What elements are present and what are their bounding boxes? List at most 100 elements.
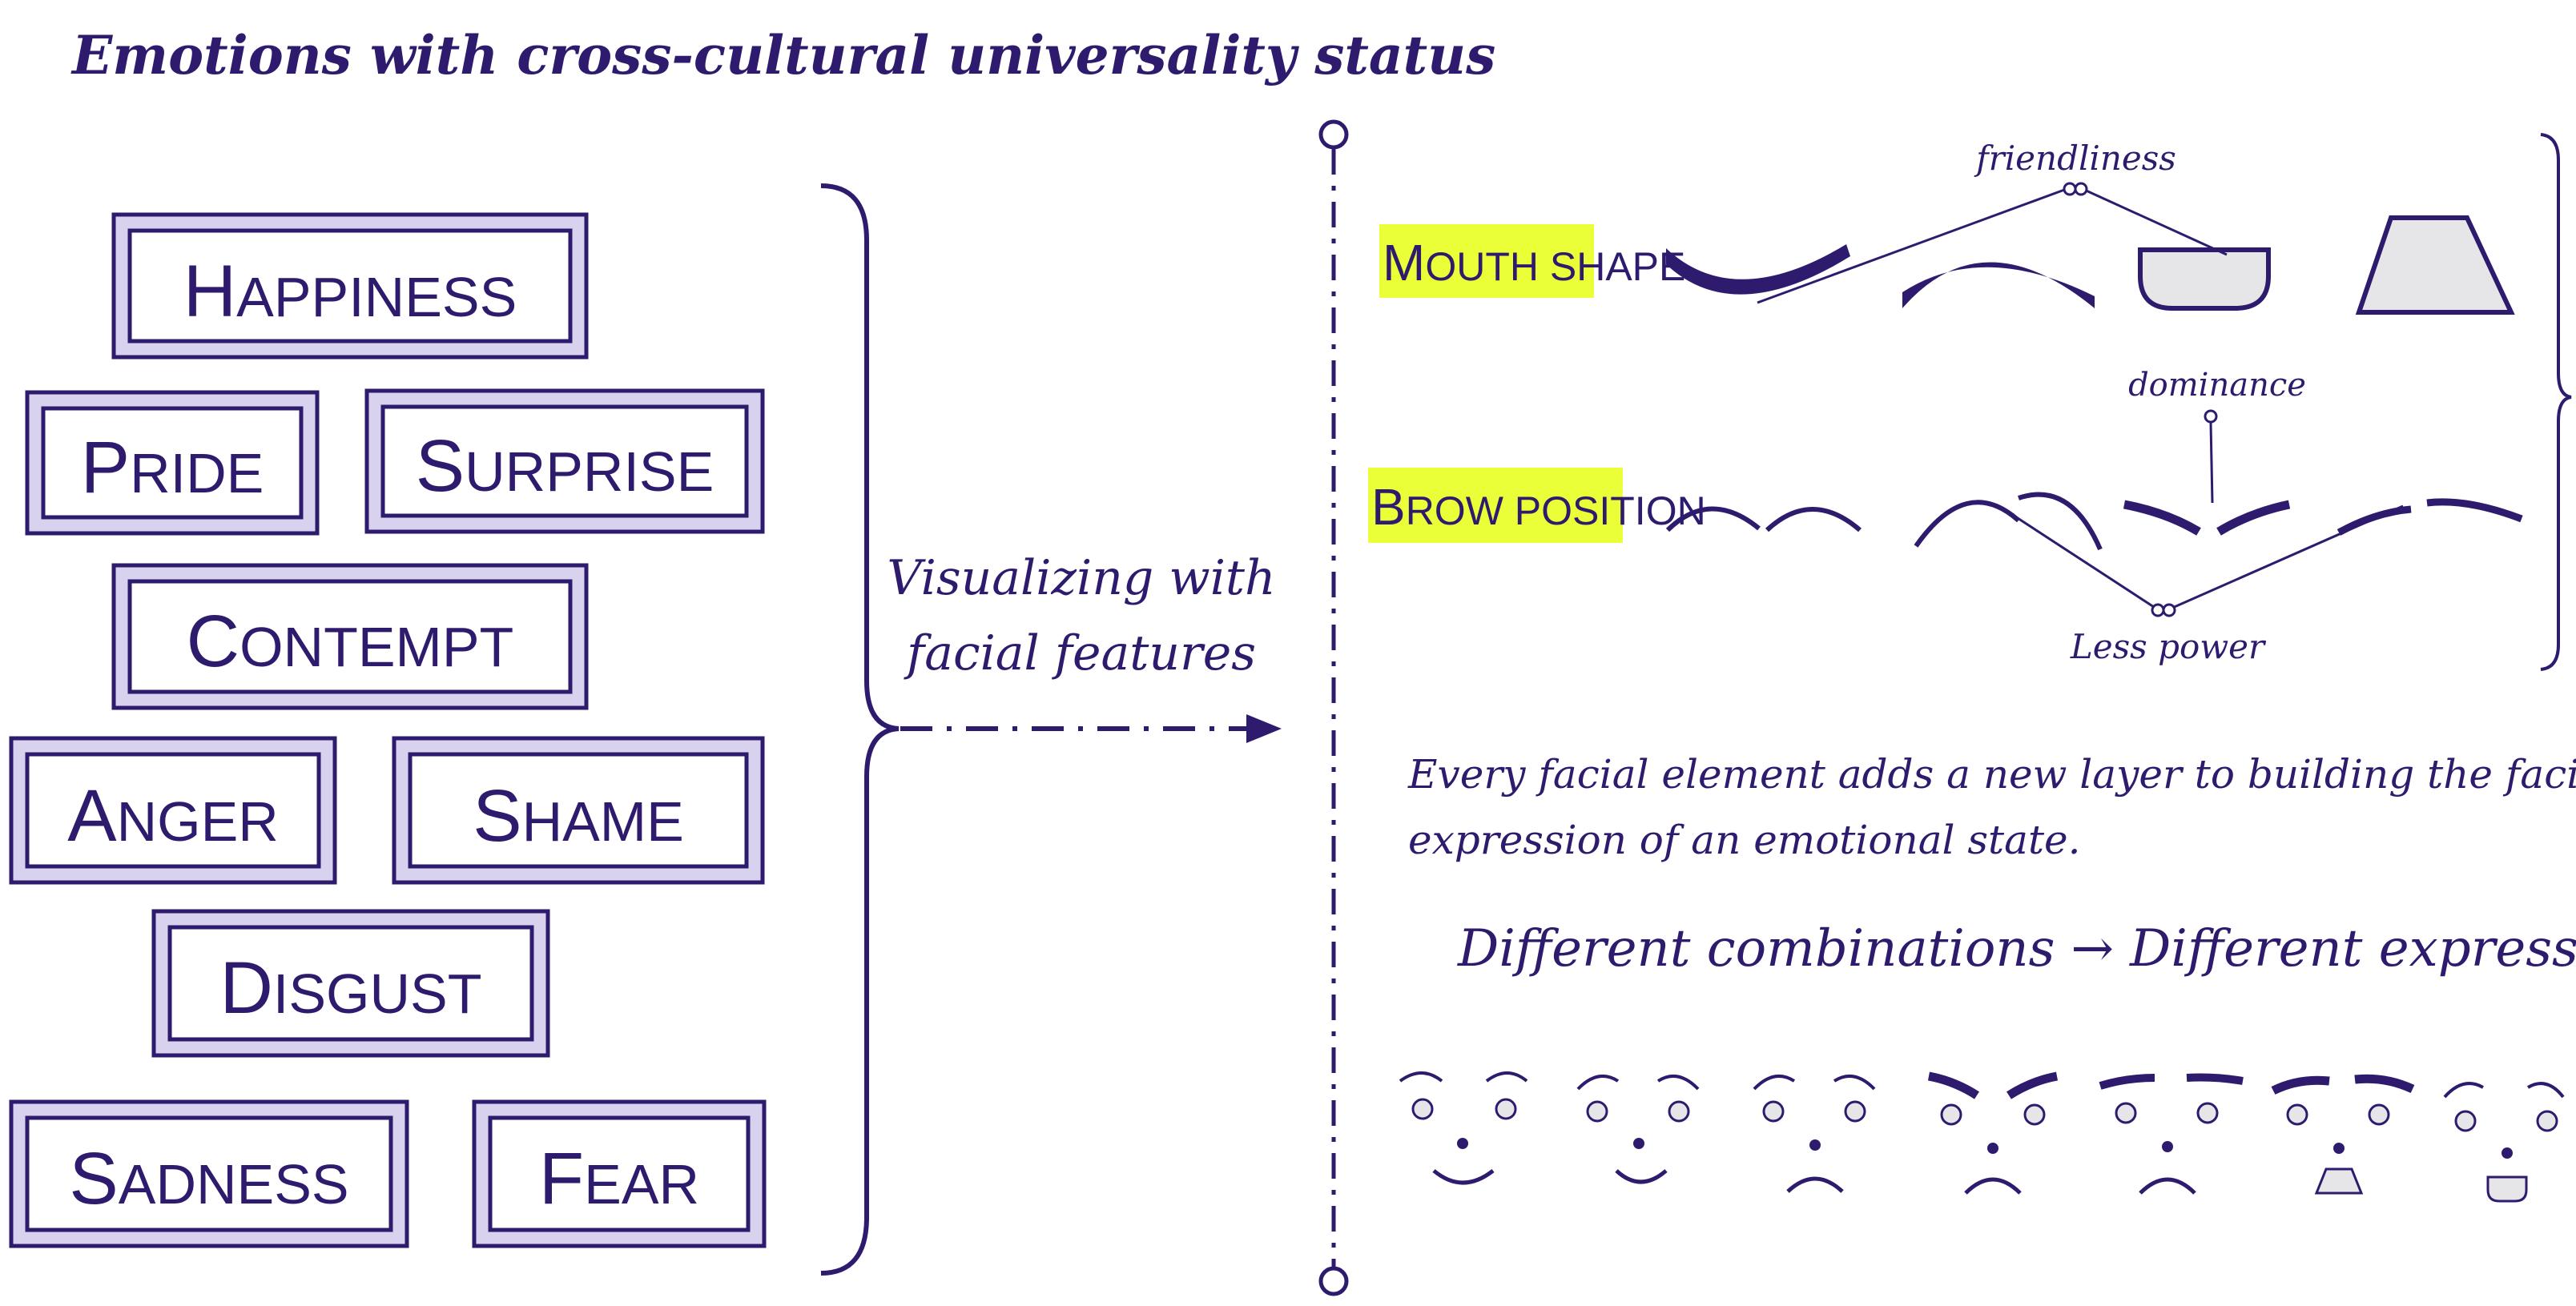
- face-nose-icon: [1987, 1143, 1998, 1154]
- diagram-title: Emotions with cross-cultural universalit…: [70, 24, 1495, 86]
- face-eye-icon: [1495, 1098, 1517, 1120]
- brow-wavy-right-4: [2426, 498, 2523, 523]
- face-nose-icon: [2162, 1141, 2173, 1152]
- transition-label-line1: Visualizing with: [887, 550, 1275, 606]
- emotion-box-contempt: CONTEMPT: [111, 563, 589, 710]
- face-eye-icon: [1762, 1100, 1785, 1123]
- face-brow-left: [1927, 1071, 1979, 1099]
- face-nose-icon: [2502, 1147, 2513, 1159]
- face-eye-icon: [2368, 1103, 2390, 1126]
- face-eye-icon: [1668, 1100, 1690, 1123]
- face-eye-icon: [2196, 1102, 2219, 1124]
- right-curly-brace: [2540, 133, 2572, 671]
- left-curly-brace: [820, 183, 900, 1276]
- face-mouth: [1615, 1169, 1668, 1184]
- arrow-head-icon: [1246, 714, 1282, 743]
- mouth-trapezoid-shape: [2355, 215, 2515, 315]
- less-power-node-icon: [2162, 603, 2176, 617]
- face-eye-icon: [2286, 1103, 2308, 1126]
- face-brow-left: [2099, 1074, 2155, 1090]
- face-mouth: [2486, 1175, 2528, 1203]
- emotion-box-pride: PRIDE: [25, 390, 320, 536]
- face-brow-left: [2443, 1082, 2484, 1099]
- face-brow-right: [2354, 1074, 2415, 1094]
- mouth-shape-label: MOUTH SHAPE: [1383, 234, 1685, 291]
- face-eye-icon: [2536, 1110, 2558, 1132]
- description-line2: expression of an emotional state.: [1408, 817, 2081, 863]
- face-eye-icon: [2115, 1102, 2137, 1124]
- face-expression-3: [1753, 1074, 1876, 1193]
- face-expression-6: [2271, 1074, 2415, 1195]
- face-brow-right: [2186, 1073, 2244, 1085]
- face-brow-right: [1833, 1074, 1876, 1091]
- timeline-top-circle: [1318, 119, 1349, 150]
- face-mouth: [2139, 1177, 2196, 1195]
- face-mouth: [2314, 1167, 2364, 1195]
- transition-label-line2: facial features: [904, 625, 1256, 681]
- face-eye-icon: [1586, 1100, 1608, 1123]
- face-expression-2: [1576, 1074, 1700, 1184]
- face-mouth: [1964, 1177, 2022, 1195]
- emotion-box-happiness: HAPPINESS: [111, 212, 589, 360]
- dominance-label: dominance: [2128, 367, 2306, 404]
- mouth-flat-bowl-shape: [2138, 247, 2271, 311]
- mouth-shape-highlight: [1379, 224, 1594, 298]
- less-power-label: Less power: [2070, 627, 2267, 666]
- face-brow-right: [2006, 1071, 2059, 1099]
- face-expression-1: [1399, 1071, 1528, 1185]
- brow-high-left-2: [1914, 500, 2020, 548]
- face-nose-icon: [1457, 1138, 1468, 1149]
- face-eye-icon: [1411, 1098, 1434, 1120]
- face-expression-5: [2099, 1073, 2244, 1195]
- face-nose-icon: [2333, 1143, 2345, 1154]
- emotion-label-surprise: SURPRISE: [416, 425, 714, 507]
- brow-wavy-left-4: [2337, 505, 2412, 536]
- face-expression-7: [2443, 1082, 2565, 1203]
- combination-statement: Different combinations→Different express…: [1457, 919, 2576, 978]
- dominance-line: [2209, 422, 2214, 504]
- friendliness-node-icon: [2063, 182, 2077, 196]
- face-brow-right: [1656, 1074, 1700, 1091]
- face-eye-icon: [1940, 1103, 1962, 1126]
- face-eye-icon: [1844, 1100, 1866, 1123]
- face-nose-icon: [1633, 1138, 1644, 1149]
- face-mouth: [1432, 1169, 1495, 1185]
- emotion-label-contempt: CONTEMPT: [187, 601, 514, 682]
- brow-arch-left-1: [1665, 506, 1761, 532]
- brow-position-label: BROW POSITION: [1371, 478, 1706, 536]
- emotion-label-fear: FEAR: [539, 1138, 699, 1220]
- brow-low-right-3: [2216, 500, 2291, 536]
- face-brow-left: [1753, 1074, 1796, 1091]
- emotion-box-surprise: SURPRISE: [364, 388, 765, 534]
- face-brow-right: [2526, 1082, 2565, 1099]
- emotion-box-anger: ANGER: [9, 736, 337, 885]
- less-power-line-right: [2170, 504, 2404, 610]
- face-brow-right: [1485, 1071, 1528, 1083]
- face-brow-left: [1399, 1071, 1443, 1083]
- less-power-node-icon: [2151, 603, 2165, 617]
- timeline-bottom-circle: [1318, 1266, 1349, 1296]
- brow-high-right-2: [2018, 492, 2103, 551]
- emotion-box-disgust: DISGUST: [151, 909, 550, 1058]
- face-nose-icon: [1809, 1139, 1821, 1151]
- friendliness-label: friendliness: [1974, 139, 2176, 178]
- friendliness-line-right: [2082, 187, 2228, 256]
- emotion-label-anger: ANGER: [67, 775, 279, 857]
- face-brow-left: [1576, 1074, 1620, 1091]
- mouth-frown-shape: [1902, 262, 2095, 308]
- face-eye-icon: [2023, 1103, 2046, 1126]
- emotion-box-fear: FEAR: [472, 1099, 767, 1248]
- emotion-label-happiness: HAPPINESS: [183, 251, 517, 332]
- emotion-box-shame: SHAME: [392, 736, 765, 885]
- face-brow-left: [2271, 1075, 2330, 1095]
- description-line1: Every facial element adds a new layer to…: [1407, 751, 2576, 798]
- brow-position-highlight: [1368, 468, 1623, 543]
- dominance-node-icon: [2204, 409, 2218, 424]
- brow-low-left-3: [2123, 500, 2201, 536]
- emotion-box-sadness: SADNESS: [9, 1099, 409, 1248]
- friendliness-line-left: [1757, 187, 2067, 304]
- face-mouth: [1786, 1176, 1844, 1193]
- brow-arch-right-1: [1765, 507, 1862, 532]
- face-eye-icon: [2454, 1110, 2477, 1132]
